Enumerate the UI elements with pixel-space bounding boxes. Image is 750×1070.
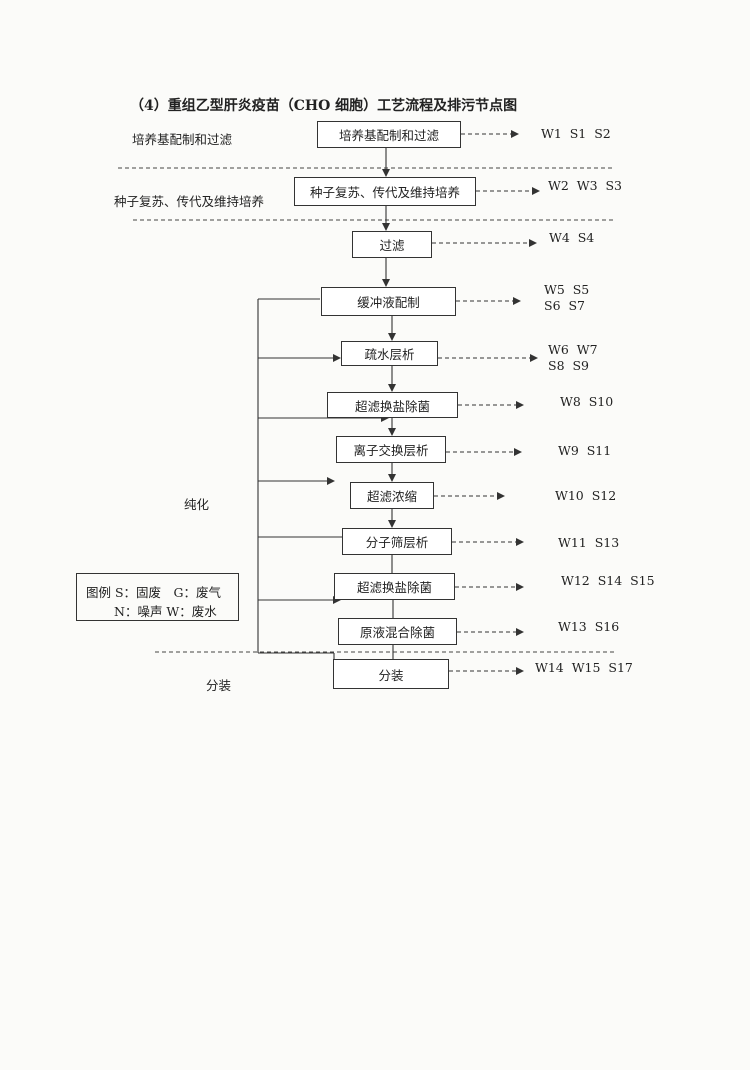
emission-label: W8 S10 [560, 394, 614, 409]
emission-label: W2 W3 S3 [548, 178, 623, 193]
legend-box: 图例 S：固废 G：废气 N：噪声 W：废水 [76, 573, 239, 621]
emission-label: W11 S13 [558, 535, 620, 550]
step-box: 分装 [333, 659, 449, 689]
stage-label-culture-media: 培养基配制和过滤 [132, 132, 233, 147]
stage-label-seed: 种子复苏、传代及维持培养 [114, 194, 265, 209]
step-box: 缓冲液配制 [321, 287, 456, 316]
emission-label: W13 S16 [558, 619, 620, 634]
step-box: 培养基配制和过滤 [317, 121, 461, 148]
diagram-title: （4）重组乙型肝炎疫苗（CHO 细胞）工艺流程及排污节点图 [130, 98, 518, 114]
emission-label: W9 S11 [558, 443, 612, 458]
emission-label: W14 W15 S17 [535, 660, 633, 675]
step-box: 分子筛层析 [342, 528, 452, 555]
legend-line-1: 图例 S：固废 G：废气 [86, 585, 222, 600]
emission-label: W12 S14 S15 [561, 573, 655, 588]
emission-label: W1 S1 S2 [541, 126, 611, 141]
emission-label: W4 S4 [549, 230, 595, 245]
emission-label: W10 S12 [555, 488, 617, 503]
step-box: 离子交换层析 [336, 436, 446, 463]
stage-label-purification: 纯化 [184, 497, 210, 512]
emission-label: S8 S9 [548, 358, 589, 373]
step-box: 原液混合除菌 [338, 618, 457, 645]
step-box: 超滤换盐除菌 [334, 573, 455, 600]
step-box: 疏水层析 [341, 341, 438, 366]
legend-line-2: N：噪声 W：废水 [114, 604, 217, 619]
step-box: 种子复苏、传代及维持培养 [294, 177, 476, 206]
step-box: 超滤换盐除菌 [327, 392, 458, 418]
emission-label: W6 W7 [548, 342, 598, 357]
stage-label-packaging: 分装 [206, 678, 232, 693]
step-box: 过滤 [352, 231, 432, 258]
emission-label: S6 S7 [544, 298, 585, 313]
step-box: 超滤浓缩 [350, 482, 434, 509]
emission-label: W5 S5 [544, 282, 590, 297]
